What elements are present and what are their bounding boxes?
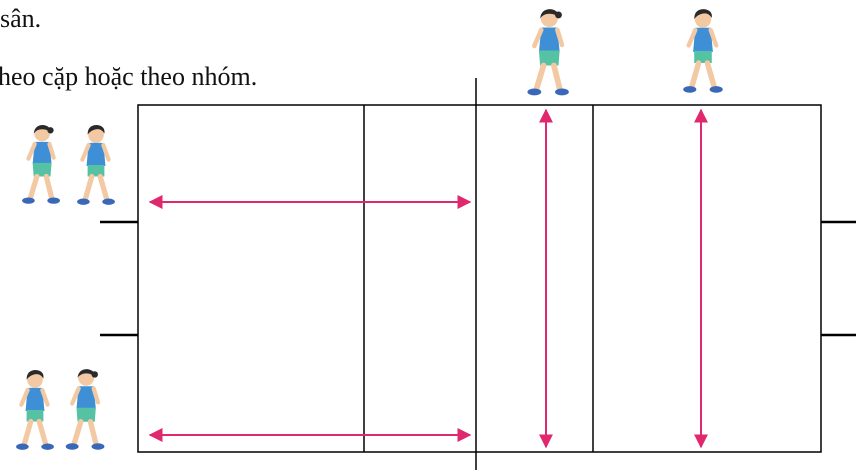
walking-girl-icon bbox=[527, 9, 568, 95]
walking-girl-icon bbox=[22, 125, 60, 204]
walking-boy-icon bbox=[16, 370, 54, 450]
walking-boy-icon bbox=[77, 125, 115, 205]
caption-line-1: sân. bbox=[0, 4, 42, 33]
court-outline bbox=[137, 104, 822, 453]
caption-line-2: heo cặp hoặc theo nhóm. bbox=[0, 62, 258, 91]
walking-girl-icon bbox=[66, 369, 105, 450]
walking-boy-icon bbox=[683, 9, 723, 93]
